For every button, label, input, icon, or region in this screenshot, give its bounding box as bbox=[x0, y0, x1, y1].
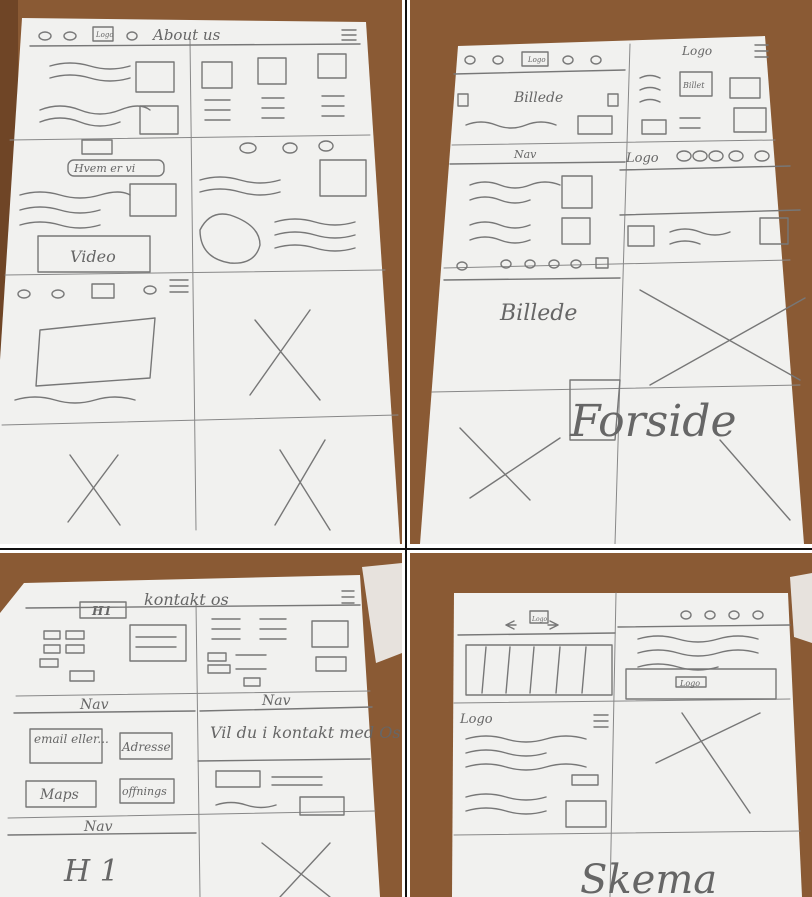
kontakt-nav-1: Nav bbox=[79, 697, 109, 713]
photo-forside-sketch: Logo Billede Logo Billet Nav Logo bbox=[410, 0, 812, 544]
kontakt-nav-2: Nav bbox=[261, 693, 291, 709]
forside-paper: Logo Billede Logo Billet Nav Logo bbox=[410, 0, 812, 544]
kontakt-question: Vil du i kontakt med Os? bbox=[210, 723, 402, 742]
vertical-divider bbox=[405, 0, 407, 897]
kontakt-title: kontakt os bbox=[144, 590, 229, 609]
forside-logo-top-right: Logo bbox=[681, 44, 712, 58]
photo-about-us-sketch: About us Logo Hvem er vi Video bbox=[0, 0, 402, 544]
about-us-title: About us bbox=[151, 26, 221, 44]
about-us-logo: Logo bbox=[95, 31, 114, 39]
about-us-paper: About us Logo Hvem er vi Video bbox=[0, 0, 402, 544]
kontakt-nav-3: Nav bbox=[83, 819, 113, 835]
kontakt-email: email eller... bbox=[34, 732, 109, 746]
forside-billet: Billet bbox=[682, 81, 705, 90]
forside-nav: Nav bbox=[513, 148, 537, 161]
kontakt-h1-bottom: H 1 bbox=[63, 854, 119, 889]
skema-title: Skema bbox=[580, 857, 717, 897]
forside-title: Forside bbox=[569, 396, 737, 447]
forside-logo-small: Logo bbox=[527, 56, 546, 64]
forside-billede-top: Billede bbox=[513, 90, 563, 106]
kontakt-h1: H1 bbox=[91, 604, 112, 618]
kontakt-adresse: Adresse bbox=[121, 740, 171, 754]
skema-paper: Logo Logo Logo Skema bbox=[410, 553, 812, 897]
photo-skema-sketch: Logo Logo Logo Skema bbox=[410, 553, 812, 897]
forside-billede-main: Billede bbox=[499, 301, 577, 326]
forside-logo-second: Logo bbox=[625, 151, 659, 166]
horizontal-divider bbox=[0, 548, 812, 550]
kontakt-maps: Maps bbox=[39, 787, 79, 803]
kontakt-os-paper: H1 kontakt os Nav Nav email eller... Adr… bbox=[0, 553, 402, 897]
about-us-hvem-label: Hvem er vi bbox=[73, 162, 135, 175]
skema-logo: Logo bbox=[459, 712, 493, 727]
photo-kontakt-os-sketch: H1 kontakt os Nav Nav email eller... Adr… bbox=[0, 553, 402, 897]
about-us-video-label: Video bbox=[70, 247, 116, 266]
kontakt-aabning: offnings bbox=[122, 785, 167, 798]
skema-logo-center: Logo bbox=[679, 679, 700, 688]
skema-logo-box: Logo bbox=[531, 616, 547, 623]
